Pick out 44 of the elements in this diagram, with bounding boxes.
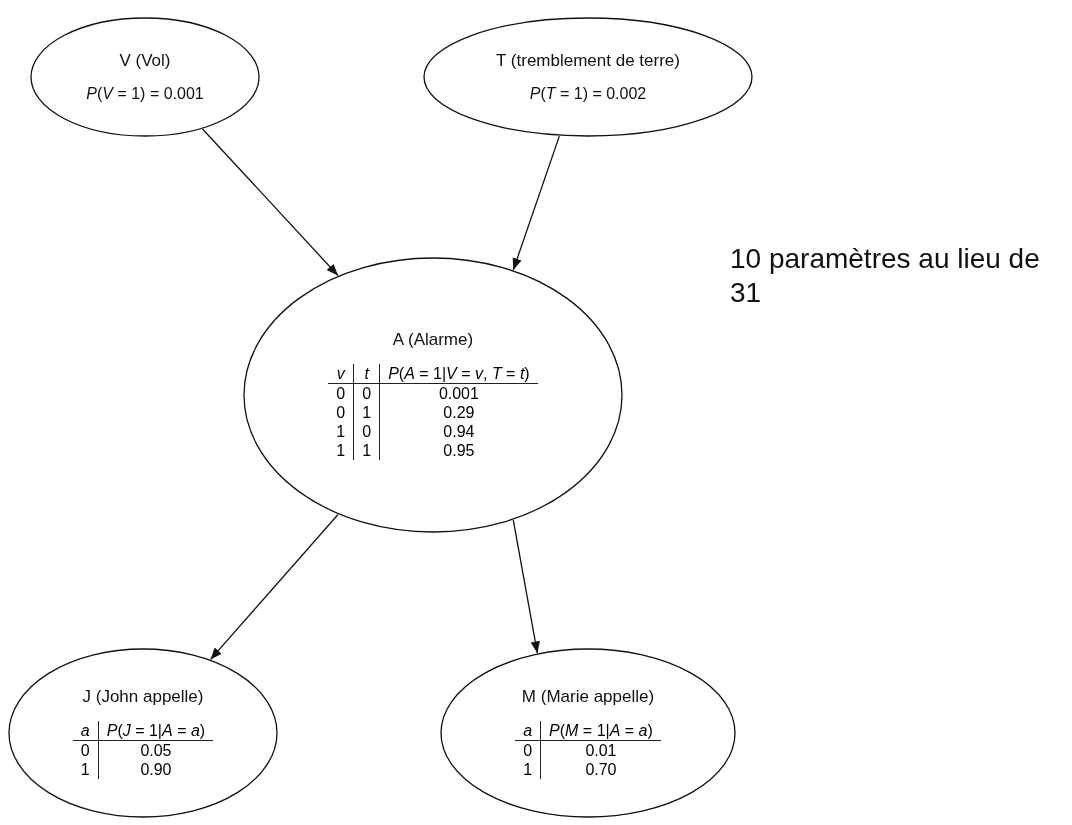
table-cell: 0 xyxy=(328,383,354,403)
probability-formula: P(V = 1) = 0.001 xyxy=(86,85,204,103)
table-cell: 1 xyxy=(72,760,99,779)
table-cell: a xyxy=(72,721,99,741)
note-text: 10 paramètres au lieu de 31 xyxy=(730,242,1041,310)
table-cell: 0 xyxy=(328,403,354,422)
table-cell: a xyxy=(515,721,541,741)
node-title: M (Marie appelle) xyxy=(521,687,655,707)
ellipse-node xyxy=(8,648,278,818)
table-cell: v xyxy=(328,364,354,384)
ellipse-node xyxy=(30,17,260,137)
ellipse-node xyxy=(423,17,753,137)
table-cell: 0.70 xyxy=(540,760,661,779)
table-cell: 1 xyxy=(515,760,541,779)
table-cell: P(J = 1|A = a) xyxy=(98,721,214,741)
arrow xyxy=(209,513,339,661)
table-cell: P(M = 1|A = a) xyxy=(540,721,661,741)
ellipse-node xyxy=(440,648,736,818)
node-title: A (Alarme) xyxy=(392,330,474,350)
node-title: V (Vol) xyxy=(119,51,171,71)
table-cell: 0 xyxy=(515,740,541,760)
table-cell: 0.001 xyxy=(379,383,538,403)
table-cell: 0.05 xyxy=(98,740,214,760)
table-cell: 0.90 xyxy=(98,760,214,779)
ellipse-node xyxy=(243,257,623,533)
table-cell: 1 xyxy=(353,403,380,422)
table-cell: 1 xyxy=(353,441,380,460)
table-cell: 0 xyxy=(353,422,380,441)
table-cell: 0.29 xyxy=(379,403,538,422)
table-cell: P(A = 1|V = v, T = t) xyxy=(379,364,538,384)
table-cell: 1 xyxy=(328,441,354,460)
arrow xyxy=(512,519,540,654)
table-cell: 0.94 xyxy=(379,422,538,441)
table-cell: 0 xyxy=(353,383,380,403)
node-title: J (John appelle) xyxy=(82,687,204,707)
table-cell: 0 xyxy=(72,740,99,760)
node-title: T (tremblement de terre) xyxy=(496,51,680,71)
arrow xyxy=(512,135,560,271)
table-cell: 0.01 xyxy=(540,740,661,760)
table-cell: t xyxy=(353,364,380,384)
table-cell: 0.95 xyxy=(379,441,538,460)
arrow xyxy=(201,128,339,277)
probability-formula: P(T = 1) = 0.002 xyxy=(529,85,647,103)
table-cell: 1 xyxy=(328,422,354,441)
